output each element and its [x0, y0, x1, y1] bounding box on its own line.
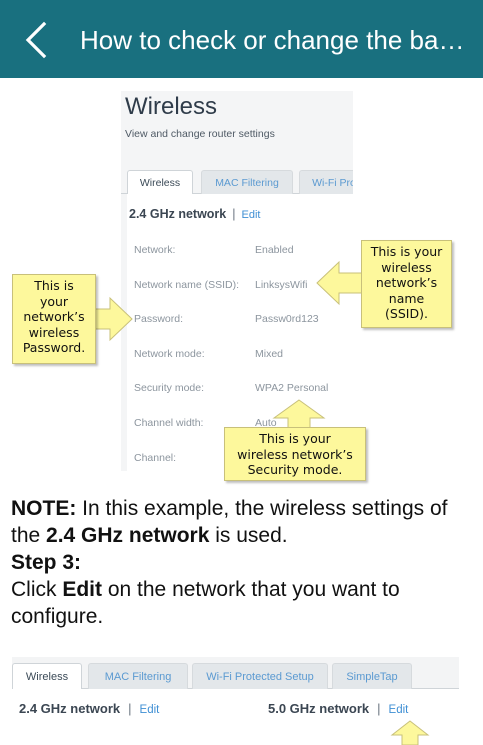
tab-bar: Wireless MAC Filtering Wi-Fi Pro: [121, 170, 353, 194]
row-value: Mixed: [255, 348, 284, 360]
wireless-subheading: View and change router settings: [125, 128, 275, 140]
wireless-tabs-screenshot: Wireless MAC Filtering Wi-Fi Protected S…: [12, 657, 459, 745]
callout-line: Password.: [22, 340, 86, 355]
wireless-heading: Wireless: [125, 93, 218, 120]
network-heading-24: 2.4 GHz network | Edit: [129, 207, 260, 221]
note-bold: 2.4 GHz network: [46, 524, 210, 547]
row-value: WPA2 Personal: [255, 382, 329, 394]
instructions-text: NOTE: In this example, the wireless sett…: [11, 495, 471, 630]
step-label: Step 3:: [11, 551, 82, 574]
tab-wifi-protected-setup: Wi-Fi Protected Setup: [192, 663, 328, 689]
callout-line: network’s: [375, 275, 438, 290]
callout-line: name: [388, 290, 425, 306]
row-label: Password:: [134, 313, 184, 325]
callout-line: network’s: [23, 309, 85, 324]
network-title: 2.4 GHz network: [129, 207, 227, 221]
network-title-24: 2.4 GHz network: [19, 701, 121, 716]
settings-panel: [127, 194, 353, 471]
network-heading-24: 2.4 GHz network | Edit: [19, 701, 159, 716]
wireless-settings-screenshot: Wireless View and change router settings…: [121, 91, 353, 471]
callout-line: This is your: [370, 244, 443, 259]
edit-link: Edit: [241, 209, 261, 221]
edit-link-24: Edit: [139, 704, 160, 716]
step-paragraph: Click Edit on the network that you want …: [11, 576, 471, 630]
callout-security-mode: This is your wireless network’s Security…: [224, 427, 366, 481]
edit-link-50: Edit: [388, 704, 409, 716]
tab-mac-filtering: MAC Filtering: [201, 170, 293, 194]
row-value: Passw0rd123: [255, 313, 319, 325]
callout-line: wireless: [381, 259, 432, 275]
app-bar: How to check or change the basic wireles…: [0, 0, 483, 78]
callout-line: Security mode.: [247, 462, 343, 477]
network-title-50: 5.0 GHz network: [268, 701, 370, 716]
back-arrow-icon[interactable]: [18, 20, 58, 60]
callout-line: This is: [34, 278, 74, 293]
tab-simpletap: SimpleTap: [332, 663, 412, 689]
note-paragraph: NOTE: In this example, the wireless sett…: [11, 495, 471, 549]
tab-wifi-protected: Wi-Fi Pro: [299, 170, 353, 194]
separator: |: [128, 701, 132, 716]
row-label: Network mode:: [134, 348, 205, 360]
callout-arrow-up-icon: [390, 720, 430, 745]
step-text-end: on the network that you want to configur…: [11, 578, 400, 628]
separator: |: [377, 701, 381, 716]
row-label: Channel:: [134, 452, 177, 464]
row-value: Auto: [255, 417, 277, 429]
row-label: Network name (SSID):: [134, 279, 240, 291]
network-heading-50: 5.0 GHz network | Edit: [268, 701, 408, 716]
callout-line: your: [39, 293, 69, 309]
tab-mac-filtering: MAC Filtering: [88, 663, 188, 689]
callout-line: wireless: [28, 324, 80, 340]
row-label: Network:: [134, 244, 176, 256]
tab-wireless: Wireless: [127, 170, 193, 194]
note-text: In this example, the wireless settings o…: [11, 497, 448, 547]
row-value: LinksysWifi: [255, 279, 308, 291]
callout-line: wireless network’s: [237, 446, 353, 462]
tab-wireless: Wireless: [12, 663, 82, 689]
row-label: Security mode:: [134, 382, 205, 394]
tab-bar: Wireless MAC Filtering Wi-Fi Protected S…: [12, 663, 459, 689]
callout-line: This is your: [259, 431, 331, 446]
row-value: Enabled: [255, 244, 294, 256]
step-bold: Edit: [62, 578, 103, 601]
row-label: Channel width:: [134, 417, 204, 429]
callout-ssid: This is your wireless network’s name (SS…: [361, 240, 452, 328]
callout-password: This is your network’s wireless Password…: [12, 274, 96, 364]
settings-panel: [12, 689, 459, 745]
step-text: Click: [11, 578, 63, 601]
page-title: How to check or change the basic wireles…: [80, 25, 475, 55]
callout-line: (SSID).: [385, 306, 428, 321]
separator: |: [232, 207, 236, 221]
note-label: NOTE:: [11, 497, 77, 520]
note-text-end: is used.: [209, 524, 288, 547]
